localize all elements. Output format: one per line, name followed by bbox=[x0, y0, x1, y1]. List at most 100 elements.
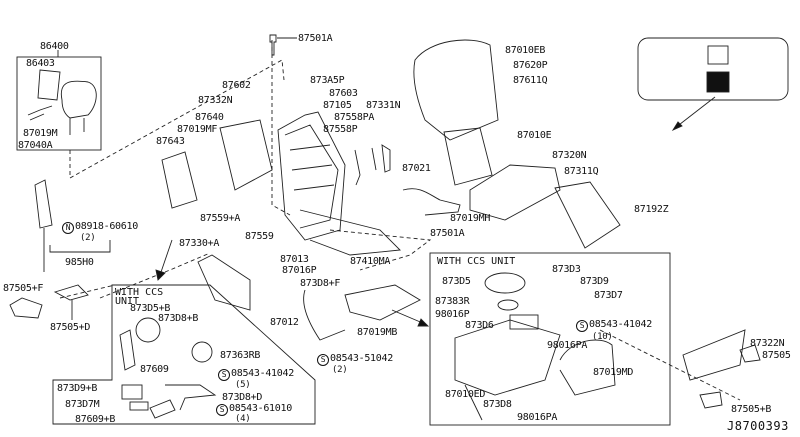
part-label: 87311Q bbox=[564, 166, 599, 177]
part-label: 873D5 bbox=[442, 276, 471, 287]
part-label: 87010EB bbox=[505, 45, 546, 56]
part-label: 87040A bbox=[18, 140, 53, 151]
seatback-panel-87640 bbox=[219, 119, 273, 191]
part-label: 87640 bbox=[195, 112, 224, 123]
part-label: 87609 bbox=[140, 364, 169, 375]
part-label: 98016P bbox=[435, 309, 470, 320]
ccs-duct-base bbox=[454, 319, 561, 396]
part-label: 87643 bbox=[156, 136, 185, 147]
side-trim-87322N bbox=[682, 329, 746, 381]
part-label: 87505 bbox=[762, 350, 791, 361]
part-label: 87332N bbox=[198, 95, 233, 106]
part-label: 873D9 bbox=[580, 276, 609, 287]
harness-87019MH bbox=[402, 188, 461, 216]
seat-cushion bbox=[469, 164, 561, 221]
headrest-monitor bbox=[37, 69, 61, 101]
part-label: 87501A bbox=[430, 228, 465, 239]
s-symbol-icon: S bbox=[216, 404, 228, 416]
vehicle-locator bbox=[637, 37, 789, 132]
part-number: 08543-41042 bbox=[589, 319, 652, 330]
part-label: 985H0 bbox=[65, 257, 94, 268]
part-label: 873D8+B bbox=[158, 313, 199, 324]
part-label: 98016PA bbox=[547, 340, 588, 351]
ring-87363RB bbox=[191, 341, 213, 363]
part-label: 87012 bbox=[270, 317, 299, 328]
ccs-fan bbox=[135, 317, 161, 343]
part-label: 86403 bbox=[26, 58, 55, 69]
quantity-label: (2) bbox=[332, 365, 348, 375]
part-label: 873D8+F bbox=[300, 278, 341, 289]
clip-87505F bbox=[9, 297, 43, 319]
headrest bbox=[60, 80, 97, 119]
part-label: 873D3 bbox=[552, 264, 581, 275]
s-symbol-icon: S bbox=[576, 320, 588, 332]
part-label: 87558PA bbox=[334, 112, 375, 123]
part-number: 08543-61010 bbox=[229, 403, 292, 414]
seatback-cover bbox=[413, 39, 499, 141]
part-label: 87558P bbox=[323, 124, 358, 135]
part-label: 87603 bbox=[329, 88, 358, 99]
part-number: 08543-41042 bbox=[231, 368, 294, 379]
clip-87505D bbox=[53, 284, 89, 301]
ccs-left-box bbox=[52, 284, 316, 425]
part-label: 87021 bbox=[402, 163, 431, 174]
bolt-87501A bbox=[269, 34, 277, 56]
part-label: 87010E bbox=[517, 130, 552, 141]
pad-87021 bbox=[443, 127, 493, 186]
part-label: 87019M bbox=[23, 128, 58, 139]
part-label: 87019MD bbox=[593, 367, 634, 378]
part-label: 87019MB bbox=[357, 327, 398, 338]
part-label: 87019MF bbox=[177, 124, 218, 135]
part-label: 873D7 bbox=[594, 290, 623, 301]
part-number: 08543-51042 bbox=[330, 353, 393, 364]
pad-87192Z bbox=[554, 181, 621, 249]
part-label: 86400 bbox=[40, 41, 69, 52]
headrest-group-box bbox=[16, 56, 102, 151]
part-label: 873D8 bbox=[483, 399, 512, 410]
s-symbol-icon: S bbox=[218, 369, 230, 381]
part-label: 87559+A bbox=[200, 213, 241, 224]
part-number: 08918-60610 bbox=[75, 221, 138, 232]
seat-frame bbox=[277, 111, 346, 241]
part-label: 87363RB bbox=[220, 350, 261, 361]
part-label: 873D7M bbox=[65, 399, 100, 410]
part-label: 87501A bbox=[298, 33, 333, 44]
part-label: 87505+B bbox=[731, 404, 772, 415]
part-label: 87383R bbox=[435, 296, 470, 307]
cushion-frame-part bbox=[344, 284, 421, 321]
part-label: 87320N bbox=[552, 150, 587, 161]
part-label: 87331N bbox=[366, 100, 401, 111]
part-label: 87611Q bbox=[513, 75, 548, 86]
pad-87643 bbox=[161, 151, 198, 209]
part-label: 87505+F bbox=[3, 283, 44, 294]
part-label: 98016PA bbox=[517, 412, 558, 423]
part-label: 87330+A bbox=[179, 238, 220, 249]
part-label: 87609+B bbox=[75, 414, 116, 425]
part-label: 87322N bbox=[750, 338, 785, 349]
part-label: 87019MH bbox=[450, 213, 491, 224]
quantity-label: (4) bbox=[235, 414, 251, 424]
part-label: 87010ED bbox=[445, 389, 486, 400]
ccs-fan-right bbox=[484, 272, 526, 294]
harness-87019MB bbox=[303, 289, 346, 341]
quantity-label: (10) bbox=[592, 332, 613, 342]
s-symbol-icon: S bbox=[317, 354, 329, 366]
part-label: 873A5P bbox=[310, 75, 345, 86]
diagram-code: J8700393 bbox=[727, 419, 789, 433]
part-label: 87016P bbox=[282, 265, 317, 276]
part-label: 87105 bbox=[323, 100, 352, 111]
n-symbol-icon: N bbox=[62, 222, 74, 234]
part-label: 87013 bbox=[280, 254, 309, 265]
quantity-label: (2) bbox=[80, 233, 96, 243]
part-label: 87620P bbox=[513, 60, 548, 71]
part-label: 873D8+D bbox=[222, 392, 263, 403]
ccs-caption: WITH CCS bbox=[115, 287, 164, 298]
part-label: 87410MA bbox=[350, 256, 391, 267]
part-label: 87602 bbox=[222, 80, 251, 91]
side-trim-87330A bbox=[197, 254, 251, 311]
